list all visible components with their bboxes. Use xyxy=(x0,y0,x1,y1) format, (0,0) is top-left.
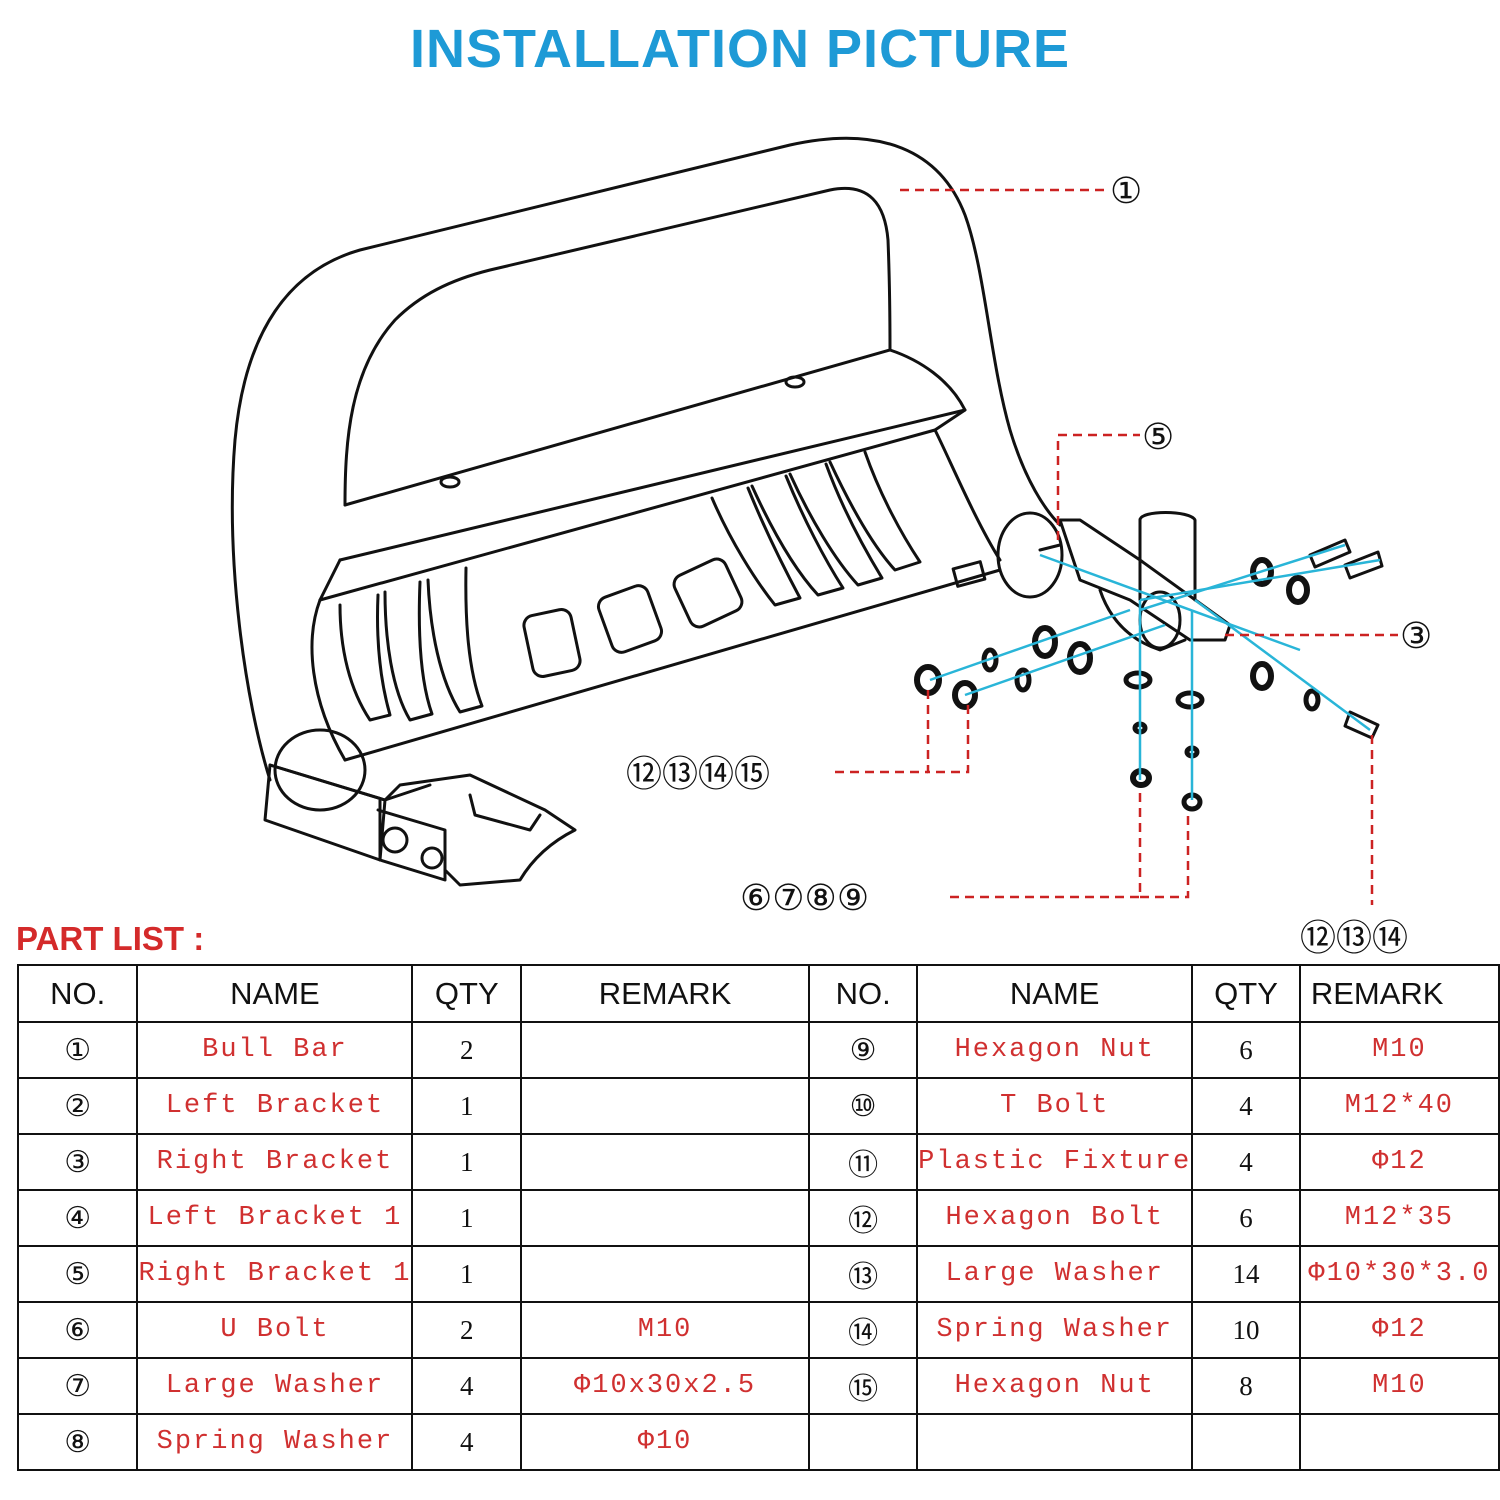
part-qty: 10 xyxy=(1191,1301,1301,1359)
column-header: REMARK xyxy=(520,964,811,1023)
table-row: ⑥ U Bolt 2 M10 ⑭ Spring Washer 10 Φ12 xyxy=(16,1301,1500,1359)
part-remark xyxy=(520,1245,811,1303)
part-name: Large Washer xyxy=(136,1357,414,1415)
part-name: Large Washer xyxy=(916,1245,1194,1303)
part-remark: Φ10x30x2.5 xyxy=(520,1357,811,1415)
part-remark xyxy=(520,1021,811,1079)
callout-right-group: ⑫⑬⑭ xyxy=(1300,918,1408,959)
part-qty: 1 xyxy=(411,1077,523,1135)
part-qty: 4 xyxy=(411,1357,523,1415)
part-remark: Φ12 xyxy=(1298,1301,1500,1359)
part-name: Right Bracket xyxy=(136,1133,414,1191)
callout-1: ① xyxy=(1110,171,1142,212)
part-remark: M12*40 xyxy=(1298,1077,1500,1135)
part-number: ⑭ xyxy=(808,1301,919,1359)
part-qty: 1 xyxy=(411,1245,523,1303)
part-qty: 6 xyxy=(1191,1021,1301,1079)
part-name: Hexagon Nut xyxy=(916,1357,1194,1415)
part-number: ⑤ xyxy=(16,1245,139,1303)
part-number: ⑩ xyxy=(808,1077,919,1135)
part-number: ⑪ xyxy=(808,1133,919,1191)
part-name: Left Bracket 1 xyxy=(136,1189,414,1247)
table-row: ③ Right Bracket 1 ⑪ Plastic Fixture 4 Φ1… xyxy=(16,1133,1500,1191)
part-name: Spring Washer xyxy=(136,1413,414,1471)
part-qty: 14 xyxy=(1191,1245,1301,1303)
table-row: ⑤ Right Bracket 1 1 ⑬ Large Washer 14 Φ1… xyxy=(16,1245,1500,1303)
part-name: Spring Washer xyxy=(916,1301,1194,1359)
part-remark: Φ12 xyxy=(1298,1133,1500,1191)
part-remark: M12*35 xyxy=(1298,1189,1500,1247)
part-qty: 8 xyxy=(1191,1357,1301,1415)
column-header: QTY xyxy=(1191,964,1301,1023)
part-name xyxy=(916,1413,1194,1471)
part-number: ⑨ xyxy=(808,1021,919,1079)
part-remark xyxy=(520,1077,811,1135)
table-row: ② Left Bracket 1 ⑩ T Bolt 4 M12*40 xyxy=(16,1077,1500,1135)
part-list-label: PART LIST : xyxy=(16,920,205,957)
column-header: NO. xyxy=(808,964,919,1023)
part-name: Hexagon Bolt xyxy=(916,1189,1194,1247)
part-name: Right Bracket 1 xyxy=(136,1245,414,1303)
callout-bottom-group: ⑥⑦⑧⑨ xyxy=(740,878,869,919)
table-row: ④ Left Bracket 1 1 ⑫ Hexagon Bolt 6 M12*… xyxy=(16,1189,1500,1247)
part-remark: Φ10*30*3.0 xyxy=(1298,1245,1500,1303)
part-number: ⑧ xyxy=(16,1413,139,1471)
part-name: Plastic Fixture xyxy=(916,1133,1194,1191)
part-qty: 2 xyxy=(411,1301,523,1359)
part-qty: 4 xyxy=(1191,1077,1301,1135)
column-header: NO. xyxy=(16,964,139,1023)
part-qty: 1 xyxy=(411,1133,523,1191)
column-header: REMARK xyxy=(1298,964,1500,1023)
part-qty: 4 xyxy=(411,1413,523,1471)
part-name: T Bolt xyxy=(916,1077,1194,1135)
callout-3: ③ xyxy=(1400,616,1432,657)
part-number: ① xyxy=(16,1021,139,1079)
leader-lines xyxy=(835,188,1398,905)
callout-5: ⑤ xyxy=(1142,417,1174,458)
part-number: ⑫ xyxy=(808,1189,919,1247)
part-remark xyxy=(520,1189,811,1247)
part-name: Bull Bar xyxy=(136,1021,414,1079)
part-qty xyxy=(1191,1413,1301,1471)
table-row: ⑧ Spring Washer 4 Φ10 xyxy=(16,1413,1500,1471)
page-title: INSTALLATION PICTURE xyxy=(410,19,1070,79)
parts-table: NO. NAME QTY REMARK NO. NAME QTY REMARK … xyxy=(16,964,1500,1471)
part-remark: M10 xyxy=(1298,1357,1500,1415)
part-number: ③ xyxy=(16,1133,139,1191)
part-remark xyxy=(520,1133,811,1191)
column-header: NAME xyxy=(136,964,414,1023)
part-remark: M10 xyxy=(520,1301,811,1359)
column-header: QTY xyxy=(411,964,523,1023)
part-remark: Φ10 xyxy=(520,1413,811,1471)
part-remark: M10 xyxy=(1298,1021,1500,1079)
part-number: ⑦ xyxy=(16,1357,139,1415)
table-row: ① Bull Bar 2 ⑨ Hexagon Nut 6 M10 xyxy=(16,1021,1500,1079)
part-qty: 4 xyxy=(1191,1133,1301,1191)
part-name: Left Bracket xyxy=(136,1077,414,1135)
column-header: NAME xyxy=(916,964,1194,1023)
part-number: ⑥ xyxy=(16,1301,139,1359)
part-number: ⑬ xyxy=(808,1245,919,1303)
part-number: ② xyxy=(16,1077,139,1135)
installation-diagram: ① ⑤ ③ ⑫⑬⑭⑮ ⑥⑦⑧⑨ ⑫⑬⑭ xyxy=(230,136,1432,959)
table-header-row: NO. NAME QTY REMARK NO. NAME QTY REMARK xyxy=(16,964,1500,1023)
part-qty: 6 xyxy=(1191,1189,1301,1247)
callout-left-group: ⑫⑬⑭⑮ xyxy=(626,754,770,795)
part-qty: 2 xyxy=(411,1021,523,1079)
bull-bar-drawing xyxy=(230,136,1384,887)
part-qty: 1 xyxy=(411,1189,523,1247)
table-row: ⑦ Large Washer 4 Φ10x30x2.5 ⑮ Hexagon Nu… xyxy=(16,1357,1500,1415)
part-number: ④ xyxy=(16,1189,139,1247)
assembly-lines xyxy=(929,543,1381,800)
part-remark xyxy=(1298,1413,1500,1471)
part-number: ⑮ xyxy=(808,1357,919,1415)
part-name: Hexagon Nut xyxy=(916,1021,1194,1079)
part-number xyxy=(808,1413,919,1471)
part-name: U Bolt xyxy=(136,1301,414,1359)
